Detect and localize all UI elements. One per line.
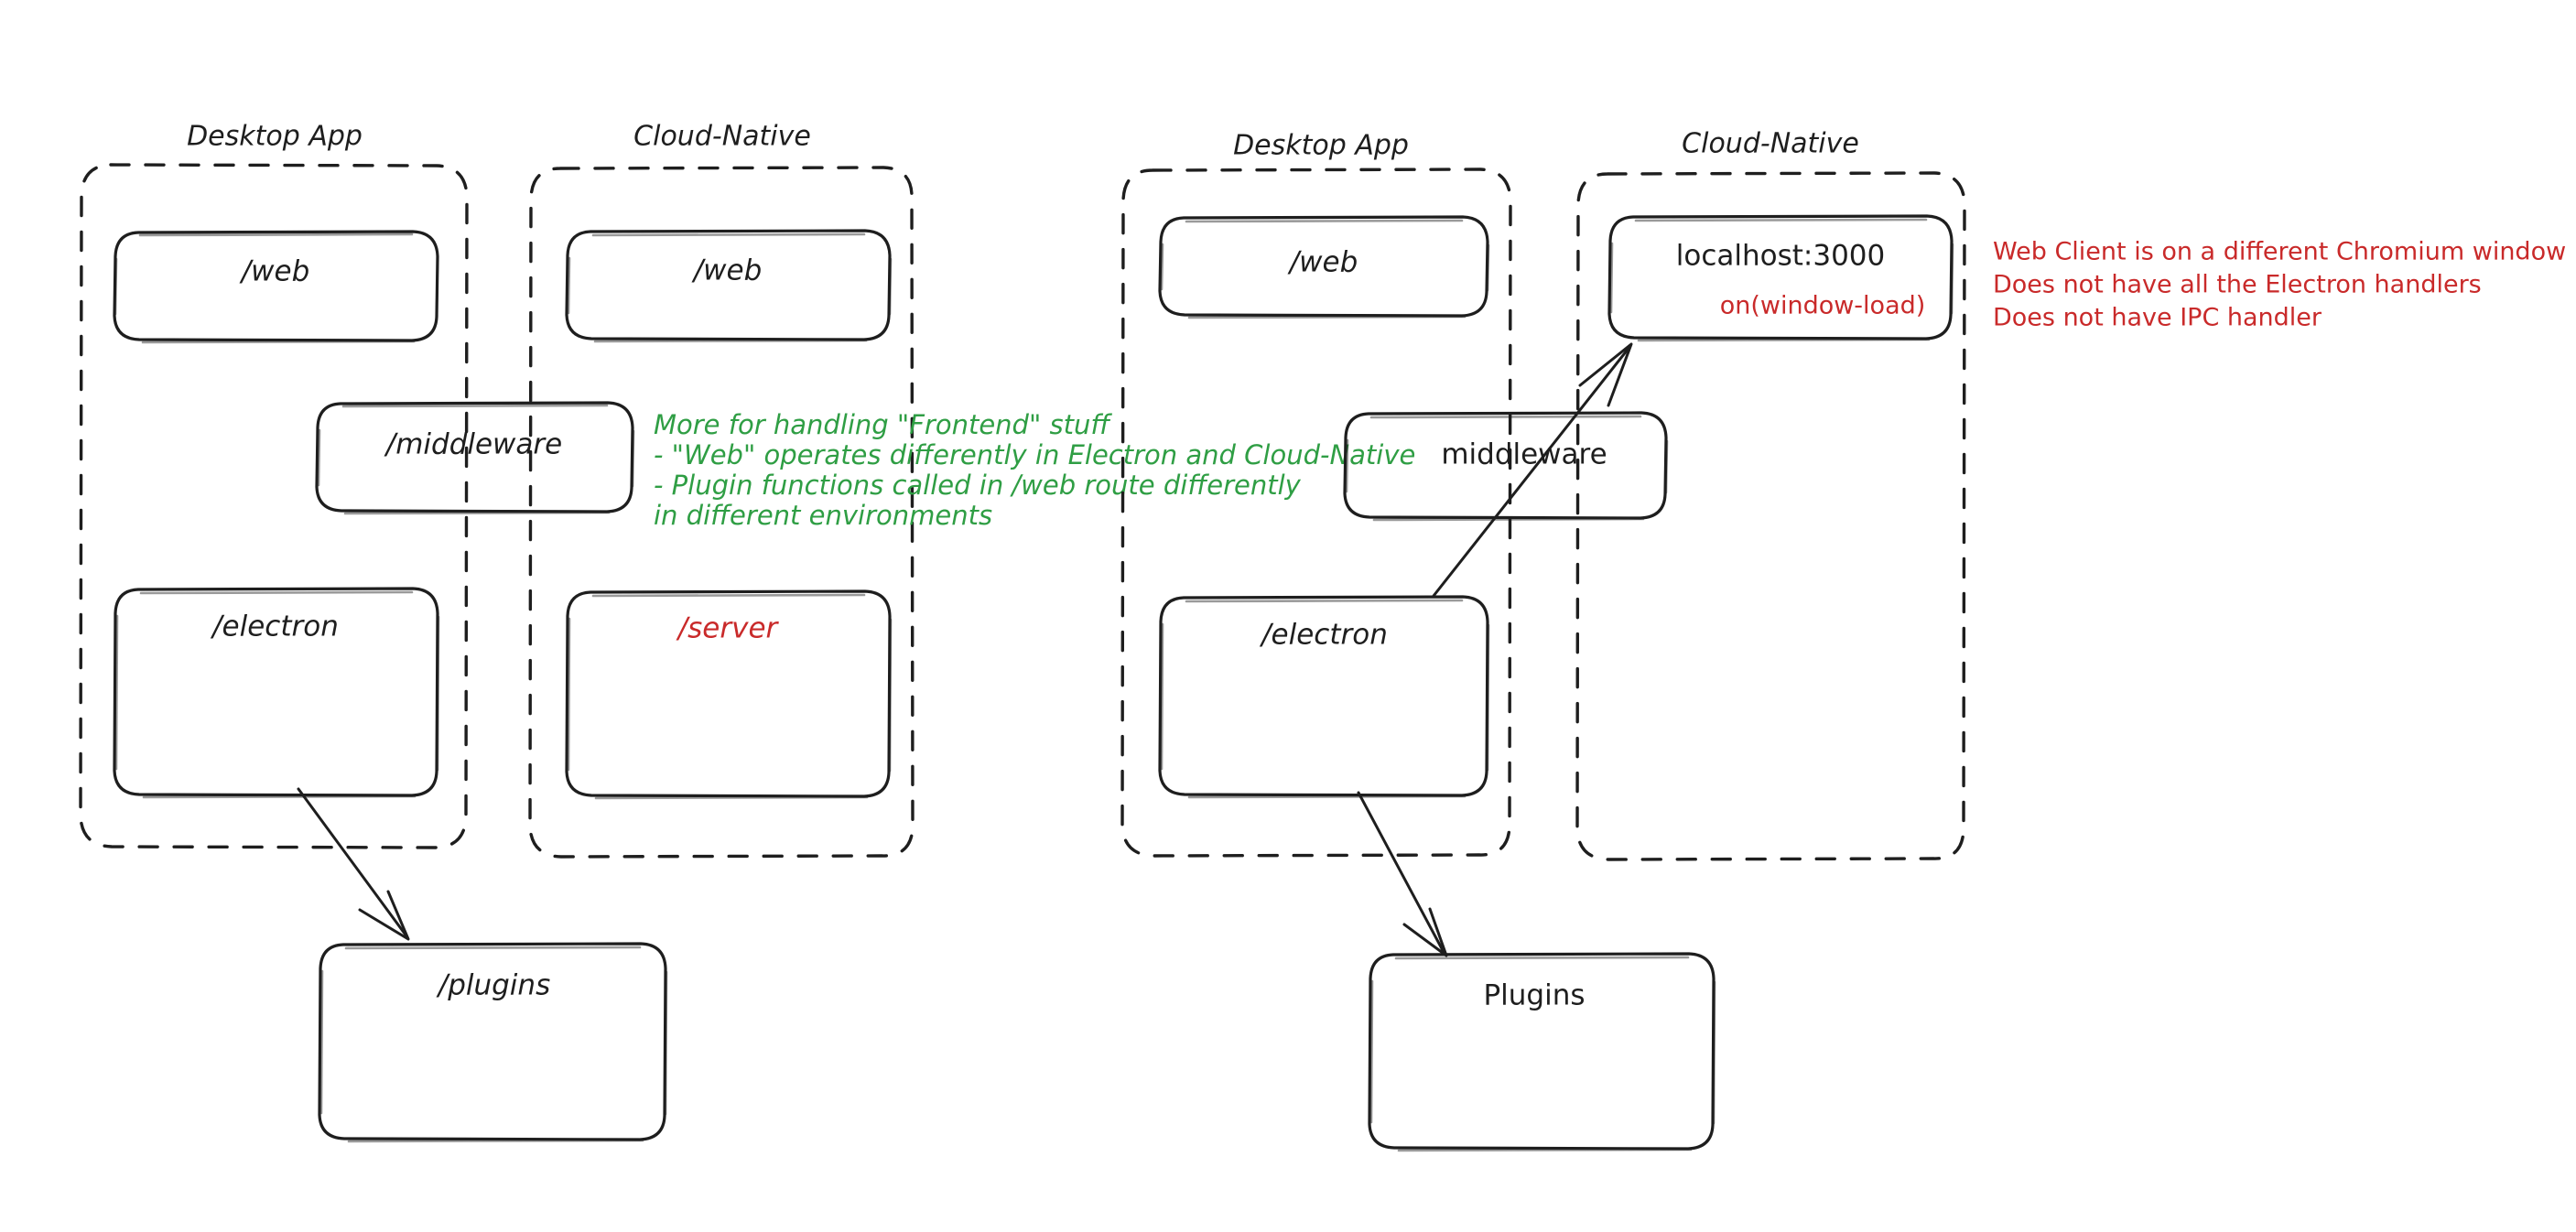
node-right-localhost-border	[1607, 214, 1954, 340]
node-right-plugins-label: Plugins	[1483, 979, 1585, 1012]
right-diagram: Desktop App Cloud-Native /web localhost:…	[1120, 128, 1966, 1152]
node-left-cloud-web-label: /web	[691, 254, 763, 287]
group-left-cloud-native-title: Cloud-Native	[633, 121, 811, 153]
node-left-plugins-border-second	[319, 946, 668, 1143]
node-left-plugins[interactable]: /plugins	[318, 942, 668, 1143]
arrow-left-electron-to-plugins-shaft	[297, 787, 409, 939]
group-left-desktop-app-border	[79, 163, 469, 849]
arrow-right-electron-to-localhost	[1432, 342, 1633, 598]
node-right-middleware-border-second	[1345, 415, 1669, 522]
node-left-middleware[interactable]: /middleware	[315, 401, 635, 515]
node-left-cloud-web[interactable]: /web	[565, 229, 893, 343]
annotation-red-line-1: Does not have all the Electron handlers	[1993, 271, 2482, 299]
arrow-right-electron-to-localhost-shaft	[1432, 344, 1632, 598]
node-right-desktop-web-border	[1158, 215, 1489, 318]
node-left-electron-border-second	[114, 590, 440, 799]
arrow-right-electron-to-plugins-shaft	[1357, 791, 1446, 956]
left-diagram: Desktop App Cloud-Native /web /web /midd…	[79, 121, 915, 1143]
node-left-electron-label: /electron	[210, 611, 339, 643]
group-right-desktop-app-title: Desktop App	[1233, 130, 1409, 162]
annotation-red-line-0: Web Client is on a different Chromium wi…	[1993, 238, 2566, 266]
node-left-electron-border	[113, 587, 439, 797]
node-left-server-border	[565, 589, 892, 798]
node-left-server[interactable]: /server	[565, 589, 893, 800]
node-left-desktop-web-border	[113, 230, 439, 342]
arrow-right-electron-to-localhost-head	[1578, 342, 1633, 407]
node-left-middleware-border-second	[317, 404, 635, 515]
group-right-desktop-app-border	[1120, 168, 1512, 858]
annotation-green-note: More for handling "Frontend" stuff - "We…	[654, 409, 1415, 531]
group-right-cloud-native-title: Cloud-Native	[1682, 128, 1859, 160]
node-right-localhost-sublabel: on(window-load)	[1720, 292, 1926, 320]
node-right-localhost-label: localhost:3000	[1676, 240, 1886, 273]
node-right-desktop-web-label: /web	[1287, 246, 1358, 279]
node-right-electron-border	[1158, 595, 1489, 797]
group-right-cloud-native-border	[1575, 171, 1966, 861]
group-right-cloud-native[interactable]: Cloud-Native	[1575, 128, 1966, 861]
node-right-middleware[interactable]: middleware	[1343, 411, 1669, 522]
node-right-localhost[interactable]: localhost:3000 on(window-load)	[1607, 214, 1954, 342]
node-left-desktop-web[interactable]: /web	[113, 230, 439, 344]
node-left-middleware-border	[315, 401, 634, 513]
node-left-desktop-web-border-second	[114, 232, 439, 344]
node-right-electron[interactable]: /electron	[1158, 595, 1490, 799]
arrow-left-electron-to-plugins-head	[358, 890, 410, 941]
node-left-electron[interactable]: /electron	[113, 587, 440, 799]
group-right-desktop-app[interactable]: Desktop App	[1120, 130, 1512, 858]
annotation-green-line-2: - Plugin functions called in /web route …	[654, 470, 1302, 501]
group-left-cloud-native[interactable]: Cloud-Native	[528, 121, 915, 859]
node-right-desktop-web[interactable]: /web	[1158, 215, 1490, 319]
annotation-red-note: Web Client is on a different Chromium wi…	[1993, 238, 2566, 332]
node-left-cloud-web-border-second	[567, 232, 893, 343]
node-right-middleware-label: middleware	[1441, 438, 1607, 471]
node-left-plugins-label: /plugins	[436, 969, 550, 1002]
group-left-desktop-app[interactable]: Desktop App	[79, 121, 469, 849]
annotation-green-line-1: - "Web" operates differently in Electron…	[654, 439, 1415, 470]
node-right-plugins[interactable]: Plugins	[1368, 952, 1716, 1152]
node-right-middleware-border	[1343, 411, 1668, 520]
group-left-cloud-native-border	[528, 166, 915, 859]
node-right-plugins-border-second	[1369, 956, 1716, 1152]
node-right-plugins-border	[1368, 952, 1716, 1151]
node-left-plugins-border	[318, 942, 667, 1141]
node-right-electron-label: /electron	[1259, 619, 1388, 652]
node-left-server-label: /server	[676, 612, 780, 645]
arrow-left-electron-to-plugins	[297, 787, 410, 941]
group-left-desktop-app-title: Desktop App	[187, 121, 363, 153]
annotation-red-line-2: Does not have IPC handler	[1993, 304, 2322, 332]
node-right-electron-border-second	[1160, 599, 1490, 799]
node-right-desktop-web-border-second	[1160, 219, 1490, 319]
node-left-desktop-web-label: /web	[239, 255, 310, 288]
node-left-middleware-label: /middleware	[384, 428, 562, 461]
annotation-green-line-0: More for handling "Frontend" stuff	[654, 409, 1112, 440]
node-right-localhost-border-second	[1609, 218, 1954, 342]
annotation-green-line-3: in different environments	[654, 500, 992, 531]
node-left-cloud-web-border	[565, 229, 892, 341]
node-left-server-border-second	[567, 593, 893, 800]
